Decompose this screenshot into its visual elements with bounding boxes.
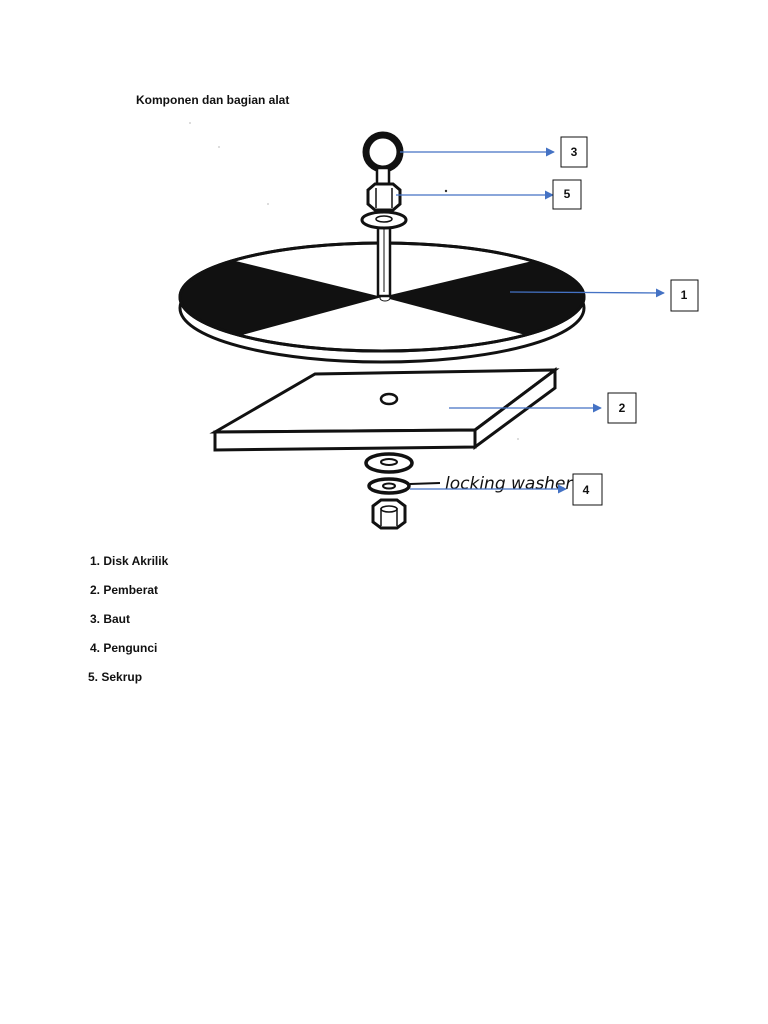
lower-nut <box>371 498 407 530</box>
callout-number: 4 <box>583 483 590 497</box>
callout-number: 5 <box>564 187 571 201</box>
legend-item-screw: 5. Sekrup <box>88 670 143 684</box>
callout-number: 2 <box>619 401 626 415</box>
component-legend: 1. Disk Akrilik 2. Pemberat 3. Baut 4. P… <box>88 552 169 697</box>
callout-arrow-1 <box>509 288 665 298</box>
locking-washer-label: locking washer <box>445 474 573 494</box>
callout-box-5: 5 <box>552 179 582 210</box>
scan-speck <box>517 438 519 440</box>
component-diagram: locking washer 3 5 1 2 4 <box>178 122 699 530</box>
legend-item-lock: 4. Pengunci <box>90 641 158 655</box>
legend-item-weight: 2. Pemberat <box>90 583 159 597</box>
acrylic-disk <box>178 241 586 364</box>
scan-speck <box>218 146 220 148</box>
scan-speck <box>189 122 191 124</box>
legend-item-disk: 1. Disk Akrilik <box>90 554 169 568</box>
scan-speck <box>444 189 448 193</box>
callout-box-2: 2 <box>607 392 637 424</box>
lower-washer <box>364 452 414 474</box>
callout-number: 3 <box>571 145 578 159</box>
callout-box-4: 4 <box>572 473 603 506</box>
locking-washer <box>367 477 441 495</box>
scan-speck <box>267 203 269 205</box>
callout-box-1: 1 <box>670 279 699 312</box>
upper-nut <box>366 182 402 212</box>
callout-number: 1 <box>681 288 688 302</box>
weight-plate <box>209 367 560 452</box>
callout-box-3: 3 <box>560 136 588 168</box>
legend-item-bolt: 3. Baut <box>90 612 131 626</box>
page-title: Komponen dan bagian alat <box>136 93 290 107</box>
upper-washer <box>360 210 408 230</box>
